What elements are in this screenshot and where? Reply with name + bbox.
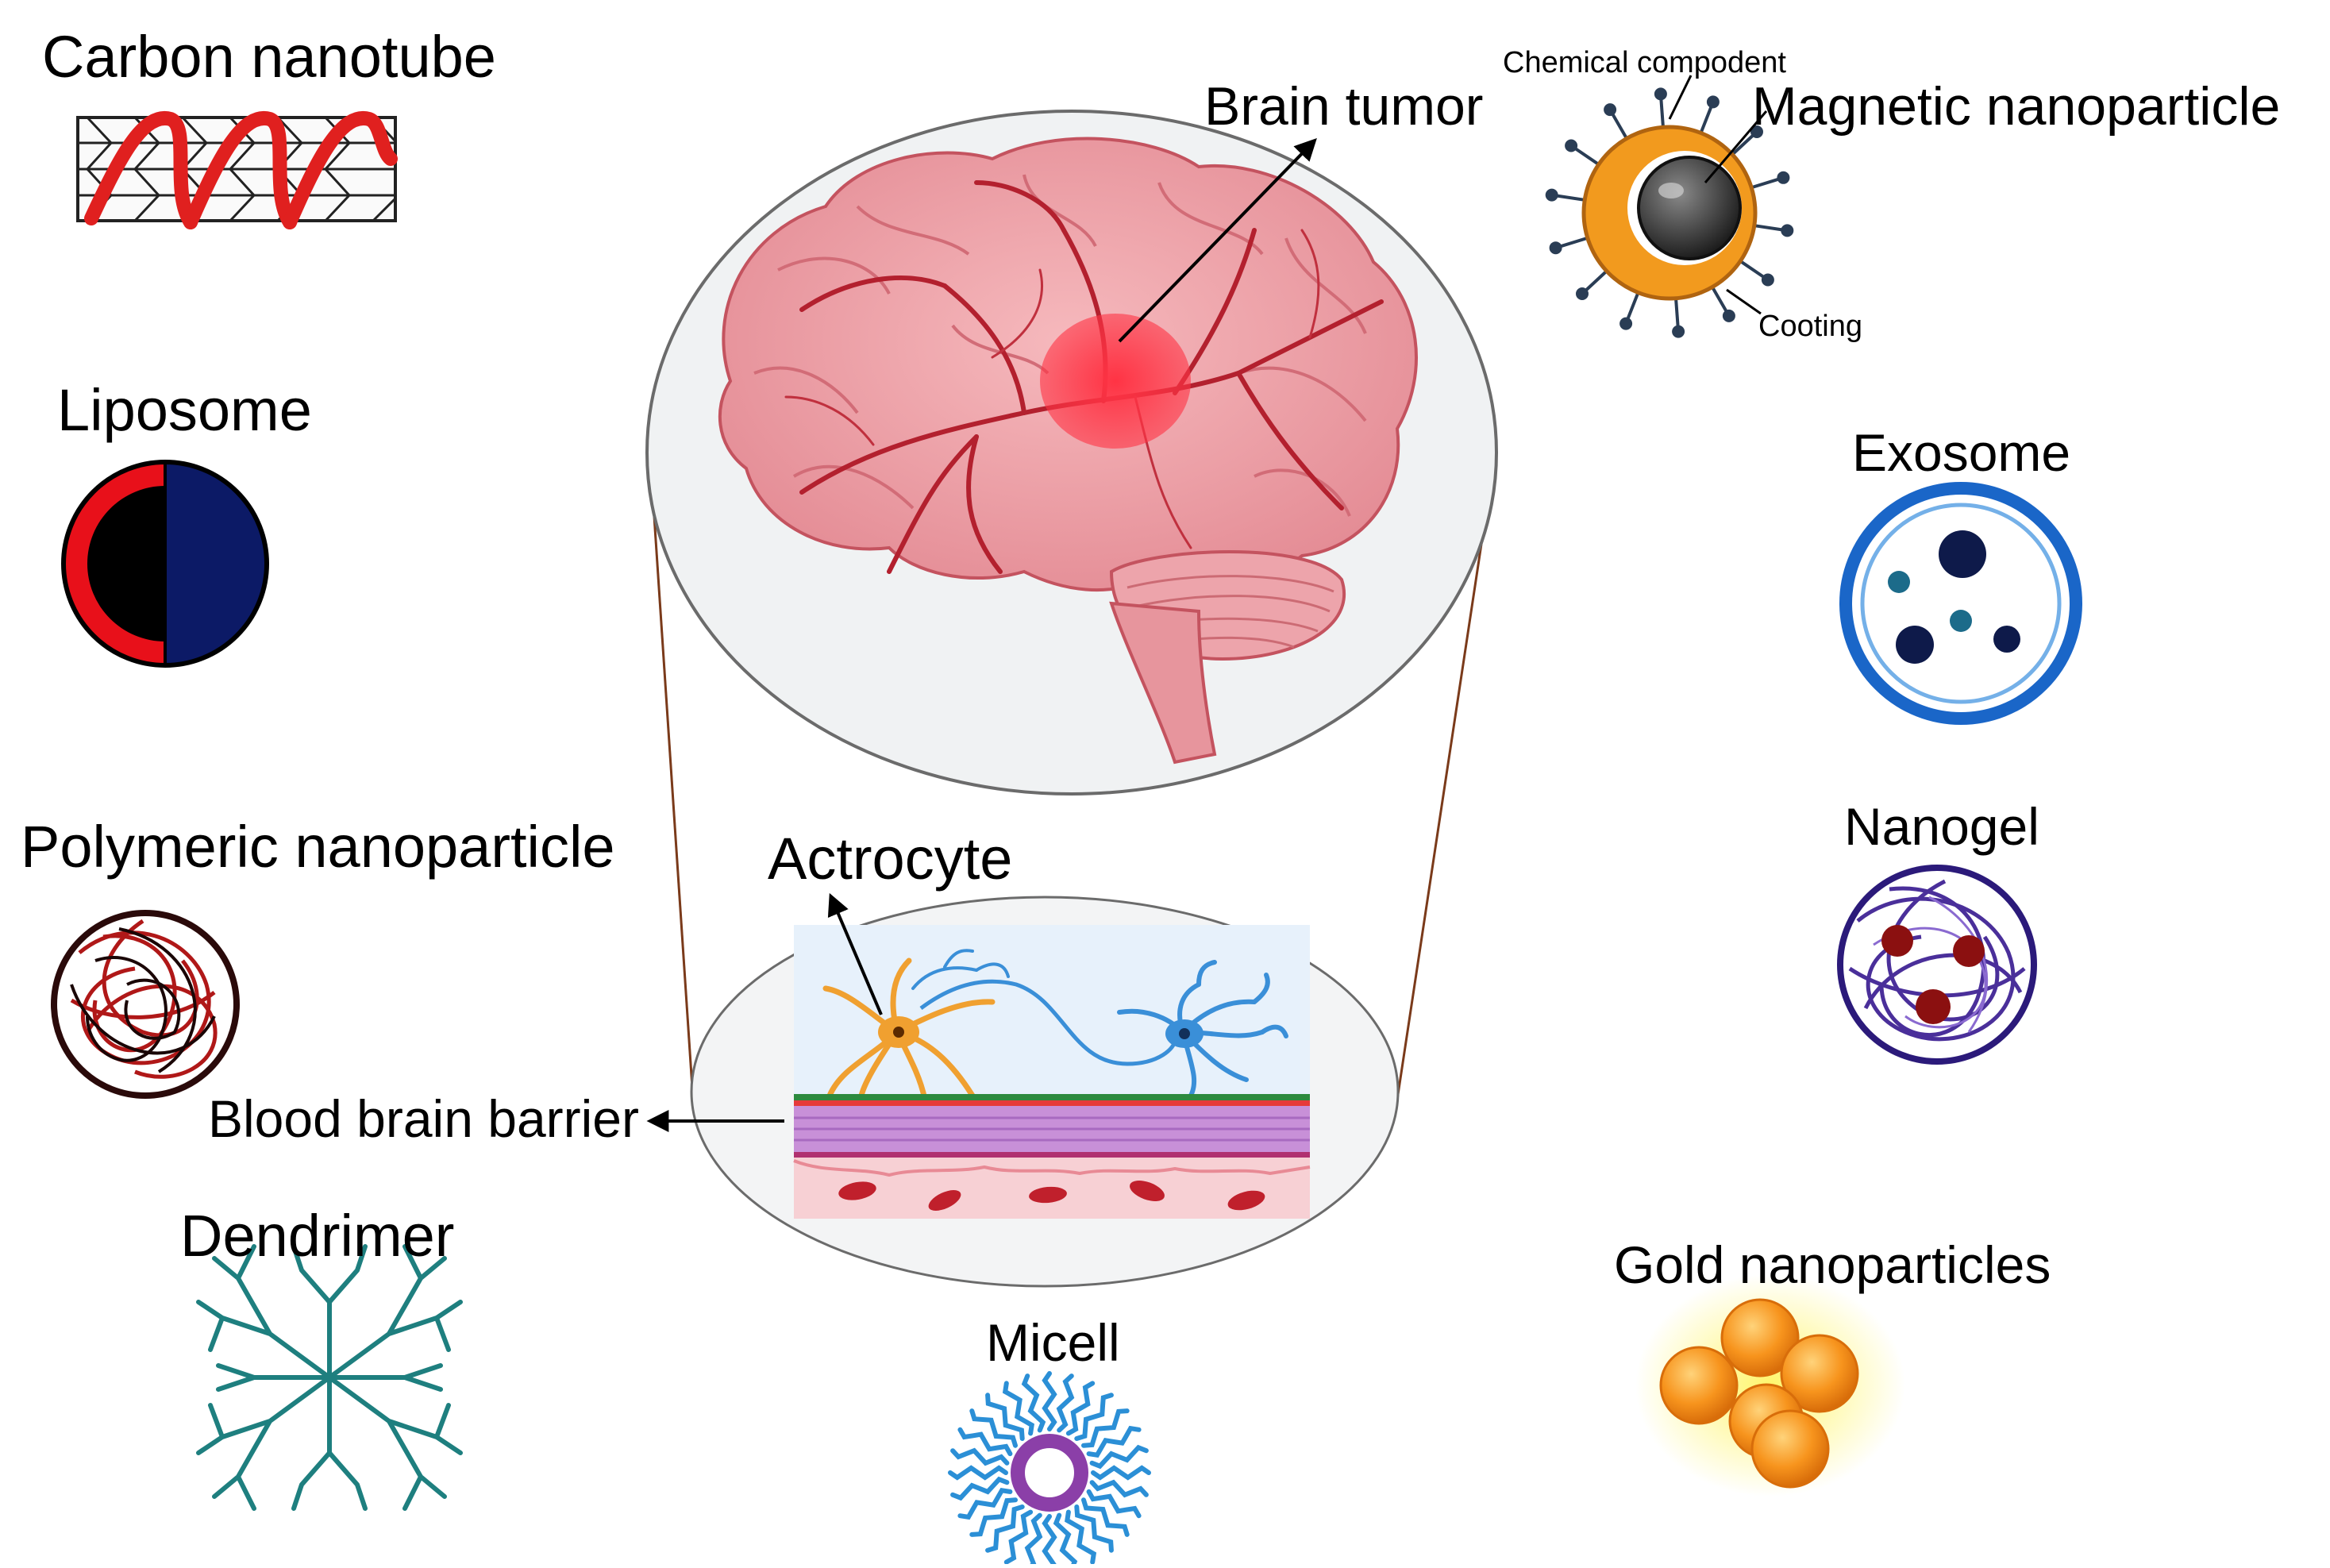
magnetic-nanoparticle-figure (1545, 87, 1794, 338)
label-chemical-compodent: Chemical compodent (1503, 46, 1786, 79)
micell-spoke (985, 1504, 1025, 1553)
label-cooting: Cooting (1758, 310, 1862, 343)
magnetic-ligand-end (1722, 309, 1735, 322)
carbon-nanotube-figure (76, 110, 398, 229)
micell-spoke (1089, 1479, 1149, 1498)
bbb-ellipse (690, 896, 1400, 1288)
label-liposome: Liposome (57, 377, 312, 443)
red-blood-cells (838, 1181, 1265, 1211)
magnetic-ligand-end (1706, 95, 1720, 109)
micell-spoke (957, 1427, 1013, 1457)
magnetic-ligand-end (1545, 188, 1558, 202)
label-actrocyte: Actrocyte (768, 826, 1013, 892)
label-exosome: Exosome (1852, 423, 2071, 482)
brain-tumor-spot (1040, 314, 1191, 449)
label-brain-tumor: Brain tumor (1204, 76, 1484, 137)
magnetic-ligand-end (1654, 87, 1667, 101)
micell-spoke (969, 1408, 1018, 1448)
magnetic-ligand-end (1565, 139, 1578, 152)
exosome-figure (1839, 482, 2082, 725)
micell-spoke (1089, 1444, 1149, 1470)
label-nanogel: Nanogel (1844, 797, 2039, 856)
brain-tumor-arrow (1118, 137, 1317, 343)
micell-spoke (1081, 1497, 1130, 1537)
label-carbon-nanotube: Carbon nanotube (42, 24, 496, 90)
label-micell: Micell (986, 1313, 1120, 1372)
micell-spoke (1024, 1512, 1043, 1568)
micell-spoke (1042, 1371, 1057, 1431)
label-dendrimer: Dendrimer (180, 1203, 455, 1269)
magnetic-ligand-end (1781, 224, 1794, 237)
micell-spoke (950, 1447, 1010, 1466)
liposome-figure (61, 460, 269, 668)
micell-spoke (1065, 1381, 1096, 1436)
zoom-cone-lines (649, 444, 1498, 1100)
label-polymeric-nanoparticle: Polymeric nanoparticle (21, 814, 615, 880)
gold-nanoparticles-figure (1635, 1274, 1905, 1497)
brain-illustration (718, 137, 1418, 765)
micell-spoke (1053, 1512, 1078, 1568)
magnetic-pointer-lines (1668, 75, 1768, 315)
micell-spoke (1065, 1509, 1097, 1565)
magnetic-ligand-end (1549, 241, 1562, 255)
micell-spoke (1074, 1504, 1114, 1553)
nanogel-figure (1837, 865, 2037, 1065)
micell-spoke (957, 1488, 1013, 1520)
micell-spoke (1021, 1373, 1046, 1433)
label-gold-nanoparticles: Gold nanoparticles (1614, 1235, 2051, 1294)
magnetic-ligand-end (1750, 125, 1763, 138)
magnetic-ligand-end (1777, 171, 1790, 184)
micell-spoke (985, 1393, 1025, 1441)
micell-spoke (1086, 1489, 1142, 1519)
micell-spoke (948, 1465, 1008, 1481)
micell-spoke (1086, 1425, 1142, 1458)
magnetic-ligand-end (1604, 103, 1617, 117)
dendrimer-figure (196, 1244, 463, 1511)
micell-spoke (1003, 1509, 1034, 1565)
micell-spoke (1074, 1393, 1114, 1441)
micell-spoke (1042, 1514, 1057, 1568)
magnetic-ligand-end (1672, 325, 1685, 338)
micell-spoke (950, 1476, 1010, 1501)
magnetic-ligand-end (1619, 317, 1633, 330)
axon-connection (919, 979, 1177, 1066)
micell-spoke (1091, 1465, 1151, 1481)
actrocyte-arrow (827, 892, 883, 1015)
label-magnetic-nanoparticle: Magnetic nanoparticle (1752, 76, 2281, 137)
micell-spoke (969, 1497, 1018, 1537)
micell-spoke (1056, 1373, 1075, 1433)
magnetic-ligand-end (1761, 273, 1774, 287)
magnetic-ligand-end (1576, 287, 1589, 300)
micell-figure (948, 1371, 1151, 1568)
polymeric-nanoparticle-figure (51, 910, 240, 1099)
micell-spoke (1002, 1381, 1034, 1436)
label-blood-brain-barrier: Blood brain barrier (208, 1089, 639, 1148)
micell-spoke (1081, 1408, 1130, 1448)
